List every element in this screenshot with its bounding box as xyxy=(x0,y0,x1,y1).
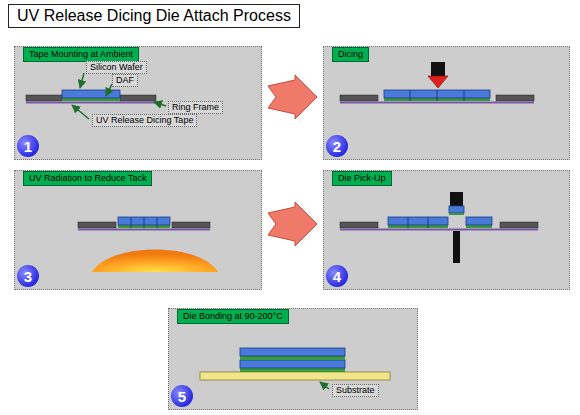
callout-number: 1 xyxy=(17,135,39,157)
step-heading: Dicing xyxy=(332,47,369,62)
part-label: Substrate xyxy=(332,384,379,397)
step-arrow xyxy=(268,202,317,246)
step-arrow xyxy=(268,75,317,119)
callout-number: 3 xyxy=(17,265,39,287)
callout-number: 5 xyxy=(171,385,193,407)
step-number: 2 xyxy=(333,139,341,154)
part-label: Silicon Wafer xyxy=(86,61,147,74)
process-panel: UV Radiation to Reduce Tack 3 xyxy=(14,170,262,290)
uv-figure xyxy=(78,217,218,272)
process-panel: Die Pick-Up 4 xyxy=(323,170,570,290)
step-heading: UV Radiation to Reduce Tack xyxy=(23,171,152,186)
callout-number: 2 xyxy=(326,135,348,157)
callout-number: 4 xyxy=(326,265,348,287)
diagram-title: UV Release Dicing Die Attach Process xyxy=(8,4,300,28)
bonding-figure xyxy=(200,348,390,389)
part-label: UV Release Dicing Tape xyxy=(92,114,197,127)
step-number: 4 xyxy=(333,269,341,284)
process-panel: Dicing 2 xyxy=(323,46,570,160)
pickup-figure xyxy=(340,192,538,263)
step-number: 5 xyxy=(178,389,186,404)
step-number: 1 xyxy=(24,139,32,154)
step-heading: Die Bonding at 90-200°C xyxy=(177,309,289,324)
step-heading: Tape Mounting at Ambient xyxy=(23,47,139,62)
step-heading: Die Pick-Up xyxy=(332,171,392,186)
process-panel: Die Bonding at 90-200°C 5 xyxy=(168,308,418,410)
step-number: 3 xyxy=(24,269,32,284)
dicing-figure xyxy=(340,62,534,103)
part-label: Ring Frame xyxy=(168,101,223,114)
part-label: DAF xyxy=(112,74,138,87)
tape-mount-figure xyxy=(26,73,166,119)
